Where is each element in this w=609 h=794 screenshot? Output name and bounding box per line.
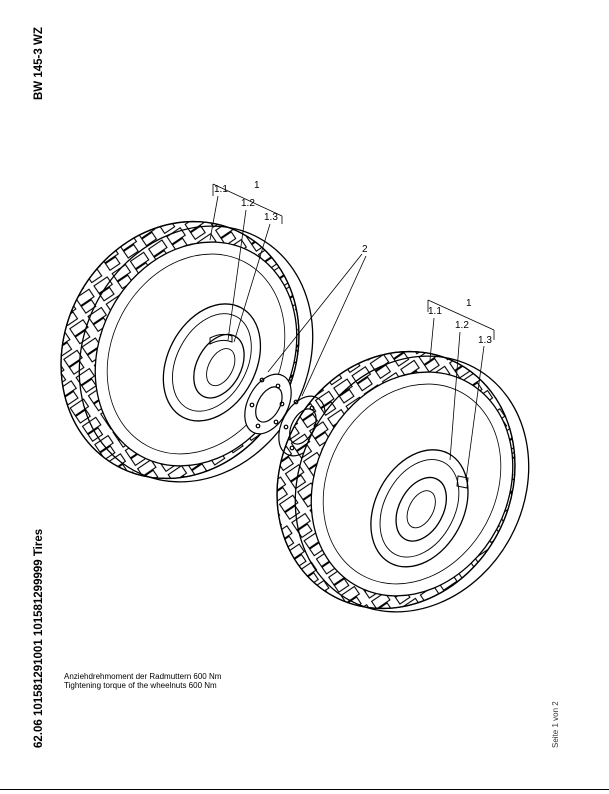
callout-right-1-1: 1.1	[428, 306, 442, 317]
callout-right-1-2: 1.2	[455, 320, 469, 331]
left-rim-outer	[162, 303, 262, 422]
callout-left-1-3: 1.3	[264, 212, 278, 223]
callout-left-1-2: 1.2	[241, 198, 255, 209]
left-rim-hub	[193, 333, 245, 399]
right-callouts	[427, 299, 495, 481]
right-valve	[456, 475, 469, 489]
left-valve	[209, 333, 233, 345]
right-wheel	[276, 350, 530, 613]
right-rim-hub	[395, 476, 448, 542]
page-border	[0, 789, 609, 790]
callout-spacer-2: 2	[362, 244, 368, 255]
left-callouts	[209, 183, 283, 343]
callout-right-1: 1	[466, 298, 472, 309]
spacer-callout-lines	[267, 253, 367, 397]
right-rim-outer	[370, 449, 469, 568]
callout-right-1-3: 1.3	[478, 335, 492, 346]
callout-left-1: 1	[254, 180, 260, 191]
torque-note-german: Anziehdrehmoment der Radmuttern 600 Nm	[64, 672, 222, 681]
torque-note-english: Tightening torque of the wheelnuts 600 N…	[64, 681, 217, 690]
callout-left-1-1: 1.1	[214, 184, 228, 195]
